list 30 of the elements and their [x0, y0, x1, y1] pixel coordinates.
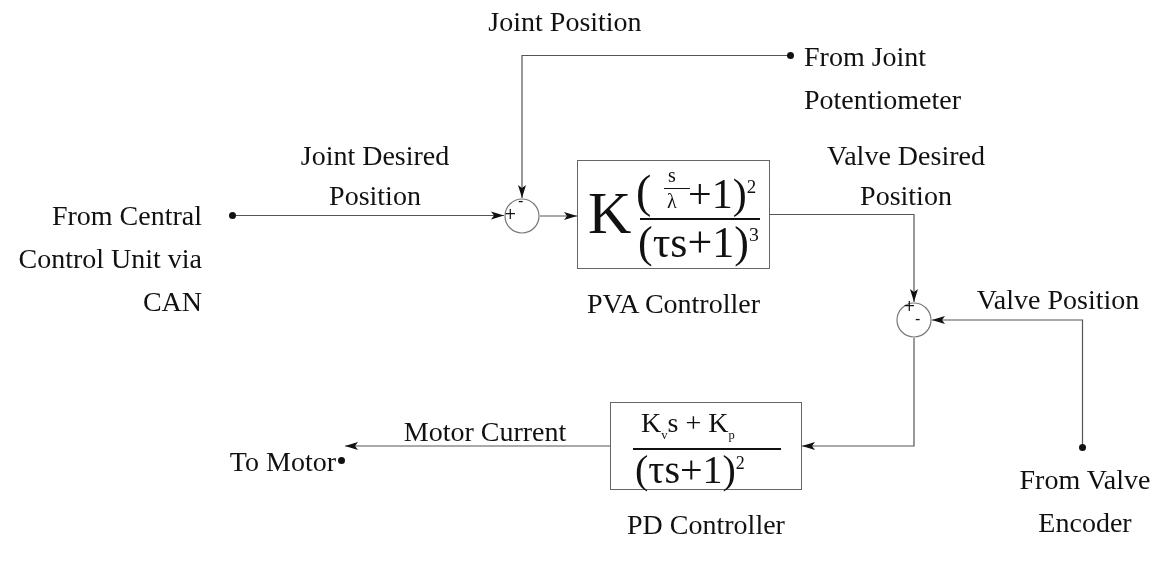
- sign-label: -: [915, 312, 921, 327]
- edge-label: Valve Position: [975, 283, 1141, 317]
- signal-arrow: [801, 337, 915, 450]
- signal-arrow: [518, 54, 788, 199]
- edge-label: Joint Position: [487, 5, 643, 39]
- signal-arrow: [344, 442, 611, 450]
- sign-label: -: [518, 194, 524, 209]
- edge-label: Motor Current: [402, 415, 568, 449]
- edge-label: Valve Desired Position: [826, 139, 986, 213]
- terminal-label: From Central Control Unit via CAN: [17, 199, 202, 319]
- formula-term: s: [668, 165, 676, 185]
- formula-term: (: [636, 169, 652, 215]
- signal-arrow: [539, 212, 578, 220]
- formula-term: K: [588, 183, 632, 243]
- signal-arrow: [769, 213, 918, 303]
- edge-label: Joint Desired Position: [299, 139, 451, 213]
- terminal-label: From Valve Encoder: [1018, 463, 1152, 540]
- formula-term: (τs+1)$^{3}$: [638, 221, 759, 265]
- signal-arrow: [235, 211, 505, 220]
- terminal-label: From Joint Potentiometer: [804, 40, 963, 117]
- formula-term: K$_{v}$s + K$_{p}$: [641, 409, 735, 442]
- formula-term: λ: [667, 191, 677, 211]
- sign-label: +: [903, 299, 916, 314]
- formula-term: (τs+1)$^{2}$: [635, 450, 745, 490]
- block-caption: PVA Controller: [586, 287, 761, 321]
- signal-arrow: [931, 316, 1084, 445]
- terminal-label: To Motor: [228, 445, 336, 479]
- formula-term: +1)$^{2}$: [688, 173, 757, 215]
- sign-label: +: [504, 207, 517, 222]
- block-caption: PD Controller: [626, 508, 786, 542]
